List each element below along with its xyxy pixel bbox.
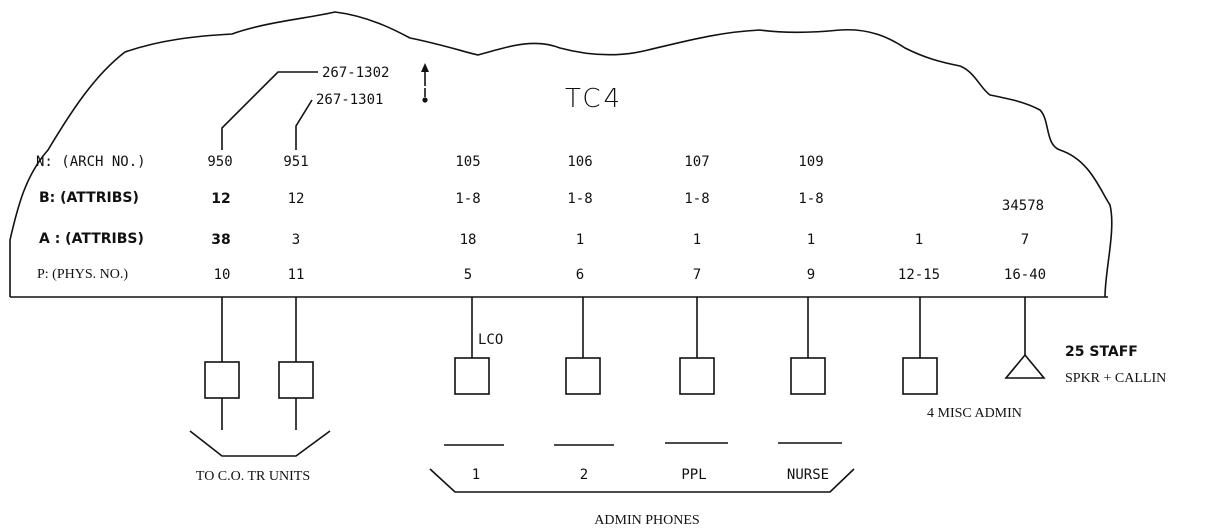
col-950-p: 10: [214, 267, 231, 283]
trunk-unit-box-950: [204, 361, 240, 399]
col-107-p: 7: [693, 267, 701, 283]
phone-box-109: [790, 357, 826, 395]
col-106-p: 6: [576, 267, 584, 283]
col-staff-a: 7: [1021, 232, 1029, 248]
row-label-arch-no: N: (ARCH NO.): [36, 154, 146, 170]
col-misc-a: 1: [915, 232, 923, 248]
speaker-callin-label: SPKR + CALLIN: [1065, 371, 1166, 386]
admin-phones-bracket: [429, 468, 855, 493]
co-trunks-bracket: [189, 430, 331, 457]
panel-title: TC4: [565, 84, 623, 114]
phone-name-ppl: PPL: [681, 467, 706, 483]
co-trunks-label: TO C.O. TR UNITS: [196, 469, 310, 484]
col-107-n: 107: [684, 154, 709, 170]
speaker-triangle-icon: [1004, 353, 1046, 379]
col-106-a: 1: [576, 232, 584, 248]
col-106-n: 106: [567, 154, 592, 170]
trunk-leader-951: [295, 99, 313, 150]
admin-phones-label: ADMIN PHONES: [594, 513, 699, 528]
col-staff-b: 34578: [1002, 198, 1044, 214]
col-109-n: 109: [798, 154, 823, 170]
dot-icon: [422, 97, 428, 103]
row-label-a-attribs: A : (ATTRIBS): [39, 231, 144, 247]
phone-name-1: 1: [472, 467, 480, 483]
col-950-a: 38: [211, 232, 230, 248]
col-951-a: 3: [292, 232, 300, 248]
col-105-n: 105: [455, 154, 480, 170]
arrow-head-icon: [421, 63, 429, 72]
col-109-p: 9: [807, 267, 815, 283]
col-950-b: 12: [211, 191, 230, 207]
row-label-phys-no: P: (PHYS. NO.): [37, 267, 128, 282]
col-950-n: 950: [207, 154, 232, 170]
phone-name-nurse: NURSE: [787, 467, 829, 483]
cloud-outline: [9, 11, 1113, 298]
misc-admin-box: [902, 357, 938, 395]
trunk-number-bottom: 267-1301: [316, 92, 383, 108]
misc-admin-label: 4 MISC ADMIN: [927, 406, 1022, 421]
col-107-a: 1: [693, 232, 701, 248]
row-label-b-attribs: B: (ATTRIBS): [39, 190, 139, 206]
col-staff-p: 16-40: [1004, 267, 1046, 283]
trunk-leader-950: [221, 71, 318, 150]
trunk-unit-box-951: [278, 361, 314, 399]
phone-name-2: 2: [580, 467, 588, 483]
phone-box-105: [454, 357, 490, 395]
lco-label: LCO: [478, 332, 503, 348]
trunk-number-top: 267-1302: [322, 65, 389, 81]
col-105-a: 18: [460, 232, 477, 248]
col-951-p: 11: [288, 267, 305, 283]
staff-label: 25 STAFF: [1065, 344, 1138, 360]
col-109-a: 1: [807, 232, 815, 248]
phone-box-106: [565, 357, 601, 395]
col-misc-p: 12-15: [898, 267, 940, 283]
phone-box-107: [679, 357, 715, 395]
col-106-b: 1-8: [567, 191, 592, 207]
col-107-b: 1-8: [684, 191, 709, 207]
col-951-b: 12: [288, 191, 305, 207]
col-105-p: 5: [464, 267, 472, 283]
col-109-b: 1-8: [798, 191, 823, 207]
col-951-n: 951: [283, 154, 308, 170]
col-105-b: 1-8: [455, 191, 480, 207]
